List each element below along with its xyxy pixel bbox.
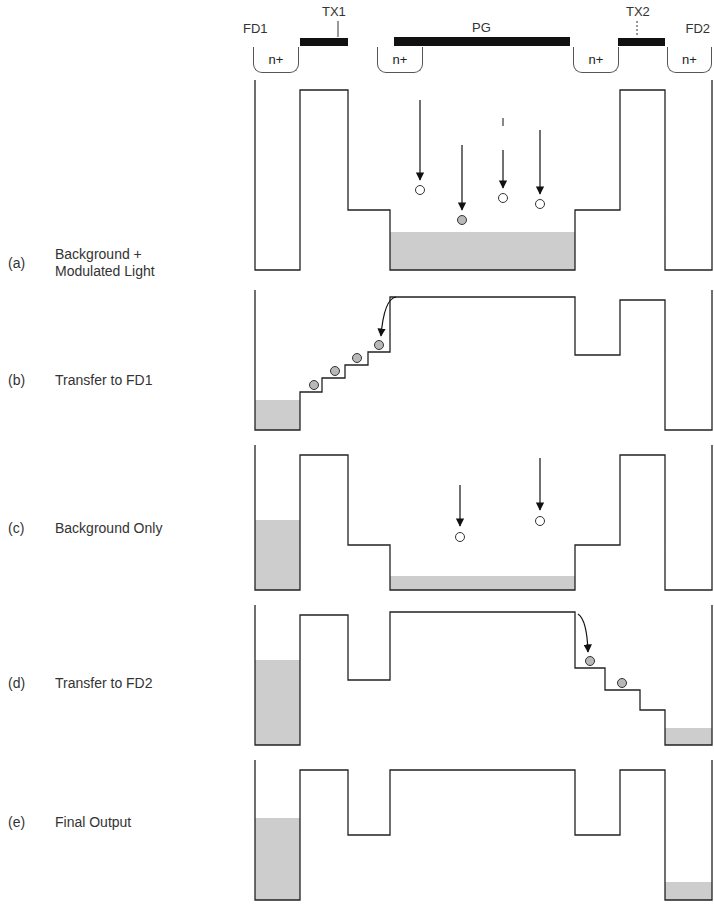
pg-gate <box>394 37 570 46</box>
electron <box>331 367 340 376</box>
n-plus-region: n+ <box>667 47 712 73</box>
photon-tick <box>503 118 504 126</box>
charge-fill <box>665 728 712 745</box>
tx2-gate <box>618 38 665 46</box>
charge-fill <box>255 818 300 900</box>
photon-arrow <box>502 150 503 188</box>
step-description: Final Output <box>55 814 180 831</box>
charge-fill <box>255 660 300 745</box>
photon-arrow <box>539 130 540 194</box>
potential-profile <box>255 605 712 745</box>
photon-arrow <box>459 485 460 526</box>
electron <box>375 341 384 350</box>
charge-fill <box>255 400 300 430</box>
n-plus-region: n+ <box>253 47 299 73</box>
electron <box>586 657 595 666</box>
charge-fill <box>390 576 575 590</box>
n-plus-region: n+ <box>573 47 619 73</box>
step-letter: (e) <box>8 814 25 831</box>
photon-arrow <box>419 100 420 180</box>
tx1-gate <box>300 38 348 46</box>
part-label: TX2 <box>626 4 650 19</box>
region-label: n+ <box>269 52 284 67</box>
part-label: TX1 <box>322 4 346 19</box>
potential-profile <box>255 80 712 270</box>
charge-fill <box>255 520 300 590</box>
step-letter: (c) <box>8 520 24 537</box>
transfer-arrow <box>381 297 396 336</box>
region-label: n+ <box>393 52 408 67</box>
electron <box>416 186 425 195</box>
charge-fill <box>665 882 712 900</box>
part-label: FD1 <box>243 21 268 36</box>
leader-line <box>338 21 339 37</box>
step-letter: (d) <box>8 675 25 692</box>
transfer-arrow <box>578 614 588 652</box>
electron <box>310 381 319 390</box>
electron <box>456 533 465 542</box>
region-label: n+ <box>682 52 697 67</box>
electron <box>536 517 545 526</box>
step-description: Transfer to FD1 <box>55 372 180 389</box>
electron <box>353 354 362 363</box>
charge-fill <box>390 232 575 270</box>
step-letter: (a) <box>8 255 25 272</box>
electron <box>536 200 545 209</box>
electron <box>499 194 508 203</box>
potential-profile <box>255 445 712 590</box>
part-label: FD2 <box>685 21 710 36</box>
step-description: Background Only <box>55 520 180 537</box>
step-description: Transfer to FD2 <box>55 675 180 692</box>
electron <box>458 216 467 225</box>
potential-profile <box>255 760 712 900</box>
photon-arrow <box>461 145 462 210</box>
electron <box>618 679 627 688</box>
step-letter: (b) <box>8 372 25 389</box>
part-label: PG <box>472 20 491 35</box>
region-label: n+ <box>589 52 604 67</box>
potential-profile <box>255 290 712 430</box>
photon-arrow <box>539 458 540 510</box>
leader-line <box>637 21 638 37</box>
step-description: Background + Modulated Light <box>55 246 180 280</box>
n-plus-region: n+ <box>377 47 423 73</box>
